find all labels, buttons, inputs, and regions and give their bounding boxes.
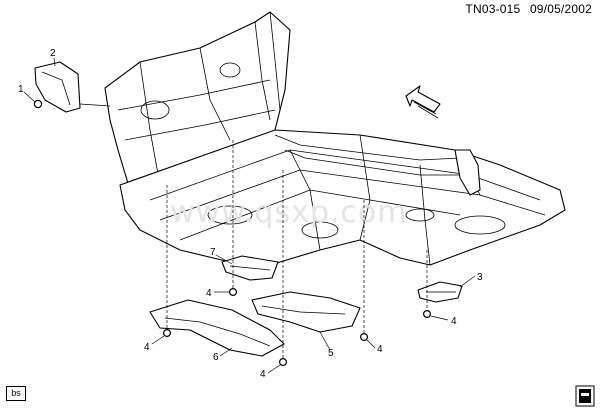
- part-3-shield: [417, 281, 463, 303]
- watermark-text: www.qsxp.com: [170, 195, 407, 230]
- vehicle-floor-pan: [104, 11, 566, 266]
- fastener-4-d: [360, 333, 369, 342]
- callout-4-b: 4: [144, 342, 150, 353]
- callout-2: 2: [50, 48, 56, 59]
- book-logo-icon: [575, 385, 595, 407]
- projection-lines: [166, 140, 428, 358]
- diagram-date: 09/05/2002: [529, 2, 592, 16]
- fastener-4-c: [279, 358, 288, 367]
- fastener-4-b: [163, 329, 172, 338]
- callout-4-d: 4: [377, 344, 383, 355]
- callout-4-e: 4: [451, 316, 457, 327]
- part-7-shield: [221, 255, 279, 281]
- fastener-4-a: [229, 288, 238, 297]
- callout-4-c: 4: [260, 369, 266, 380]
- callout-6: 6: [213, 352, 219, 363]
- callout-leaders: [23, 57, 476, 374]
- part-5-shield: [251, 291, 361, 333]
- diagram-code: TN03-015: [465, 2, 521, 16]
- callout-5: 5: [328, 348, 334, 359]
- diagram-header: TN03-015 09/05/2002: [459, 2, 592, 16]
- part-2-panel: [34, 61, 81, 113]
- corner-tag: bs: [6, 386, 26, 401]
- fastener-4-e: [423, 310, 432, 319]
- callout-3: 3: [477, 272, 483, 283]
- callout-7: 7: [210, 247, 216, 258]
- callout-4-a: 4: [206, 288, 212, 299]
- part-6-shield: [149, 299, 285, 357]
- part-1-fastener: [33, 99, 43, 109]
- callout-1: 1: [18, 84, 24, 95]
- front-direction-arrow-icon: [405, 85, 441, 119]
